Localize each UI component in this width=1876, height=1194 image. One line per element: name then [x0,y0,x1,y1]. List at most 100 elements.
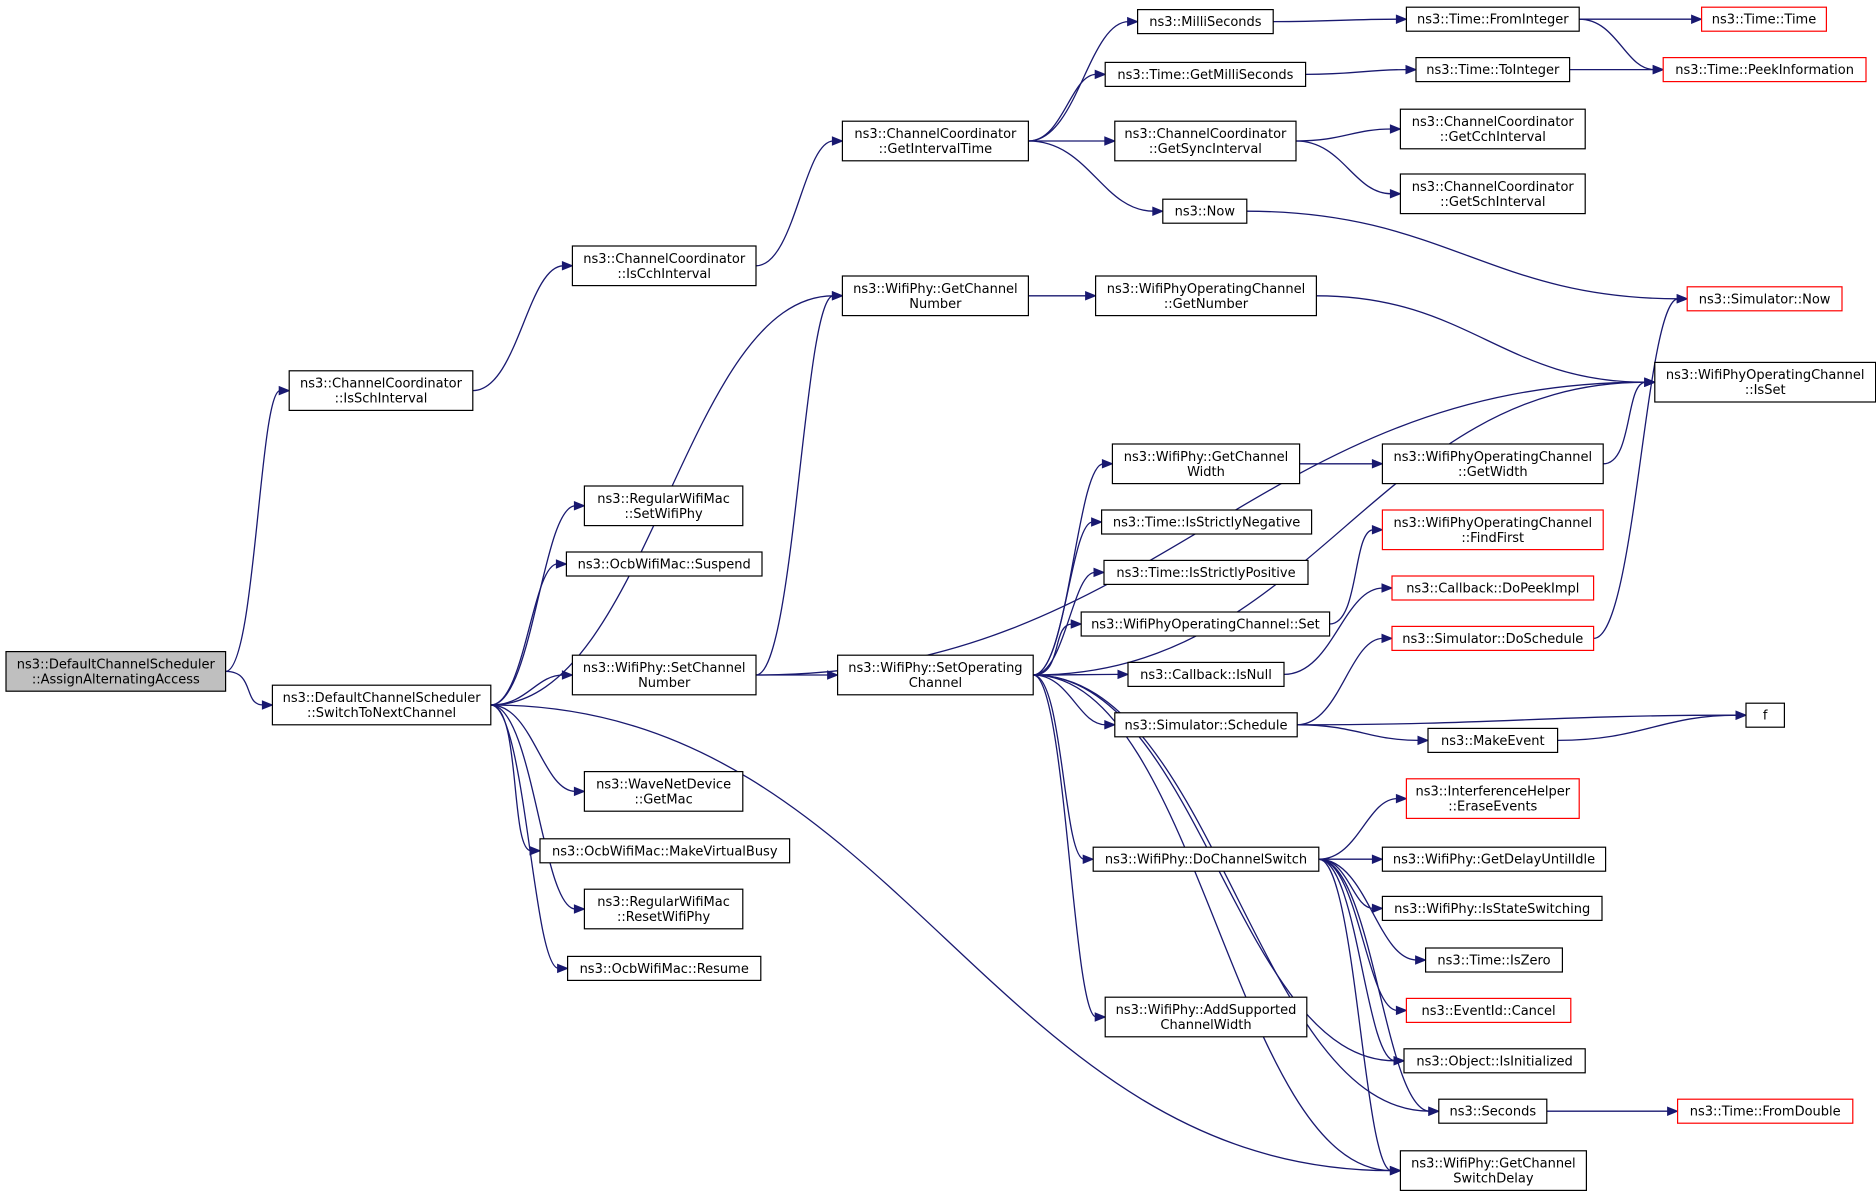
node-cancel[interactable]: ns3::EventId::Cancel [1405,997,1572,1024]
node-suspend[interactable]: ns3::OcbWifiMac::Suspend [565,551,763,577]
edge-line [490,704,559,970]
edge-getinterval-to-now [1028,140,1165,216]
node-label: ::SwitchToNextChannel [307,706,456,721]
node-now[interactable]: ns3::Now [1162,198,1248,224]
node-seconds[interactable]: ns3::Seconds [1438,1098,1548,1124]
node-opgetnum[interactable]: ns3::WifiPhyOperatingChannel::GetNumber [1094,275,1317,317]
edge-line [1557,714,1738,742]
node-findfirst[interactable]: ns3::WifiPhyOperatingChannel::FindFirst [1381,509,1604,551]
node-box [1399,173,1586,215]
node-label: ns3::Simulator::DoSchedule [1402,632,1583,647]
node-frominteger[interactable]: ns3::Time::FromInteger [1405,6,1580,32]
node-label: ns3::ChannelCoordinator [1412,180,1575,195]
node-schedule[interactable]: ns3::Simulator::Schedule [1114,712,1298,738]
node-simnow[interactable]: ns3::Simulator::Now [1686,286,1843,312]
node-getsync[interactable]: ns3::ChannelCoordinator::GetSyncInterval [1114,120,1297,162]
node-assign[interactable]: ns3::DefaultChannelScheduler::AssignAlte… [5,650,227,692]
arrowhead [1676,294,1689,304]
node-label: ns3::RegularWifiMac [597,895,730,910]
node-label: ::FindFirst [1461,531,1524,546]
node-label: ::AssignAlternatingAccess [32,672,200,687]
node-getwidth[interactable]: ns3::WifiPhyOperatingChannel::GetWidth [1381,443,1604,485]
node-iscch[interactable]: ns3::ChannelCoordinator::IsCchInterval [571,245,757,287]
node-makeevent[interactable]: ns3::MakeEvent [1427,727,1559,754]
node-label: ns3::WifiPhy::IsStateSwitching [1394,902,1590,917]
edge-line [1318,858,1392,1172]
arrowhead [831,136,844,146]
edge-line [1579,18,1655,71]
node-label: ns3::WifiPhy::GetDelayUntilIdle [1393,853,1595,868]
node-label: ns3::WifiPhy::GetChannel [1411,1157,1576,1172]
node-box [1114,120,1297,162]
node-issch[interactable]: ns3::ChannelCoordinator::IsSchInterval [288,370,474,411]
edge-getinterval-to-getsync [1028,136,1117,146]
node-isset[interactable]: ns3::WifiPhyOperatingChannel::IsSet [1654,361,1876,403]
node-resetphy[interactable]: ns3::RegularWifiMac::ResetWifiPhy [583,888,744,930]
edge-line [1033,571,1096,676]
node-label: ns3::Time::Time [1712,13,1816,28]
node-label: ns3::Time::FromInteger [1417,13,1569,28]
node-makebusy[interactable]: ns3::OcbWifiMac::MakeVirtualBusy [539,838,791,864]
edge-setop-to-addsup [1032,674,1107,1022]
node-erase[interactable]: ns3::InterferenceHelper::EraseEvents [1405,778,1580,819]
arrowhead [561,670,574,680]
node-label: ns3::ChannelCoordinator [583,252,746,267]
node-getcch[interactable]: ns3::ChannelCoordinator::GetCchInterval [1399,108,1586,150]
node-isinit[interactable]: ns3::Object::IsInitialized [1403,1048,1586,1074]
node-box [1745,702,1786,728]
edge-line [1246,210,1679,300]
node-label: ns3::Seconds [1449,1105,1536,1120]
node-box [1405,997,1572,1024]
node-resume[interactable]: ns3::OcbWifiMac::Resume [566,955,762,982]
arrowhead [1104,720,1117,730]
edge-line [1316,295,1646,383]
node-strneg[interactable]: ns3::Time::IsStrictlyNegative [1100,509,1313,535]
node-dosched[interactable]: ns3::Simulator::DoSchedule [1391,625,1595,652]
node-fromdouble[interactable]: ns3::Time::FromDouble [1676,1098,1854,1124]
edge-line [490,704,1392,1172]
node-box [1405,6,1580,32]
node-getsch[interactable]: ns3::ChannelCoordinator::GetSchInterval [1399,173,1586,215]
node-label: ns3::Simulator::Now [1699,292,1831,307]
node-box [841,275,1030,317]
edge-line [1297,724,1420,742]
node-peek[interactable]: ns3::Time::PeekInformation [1662,56,1867,83]
arrowhead [1127,16,1139,27]
edge-assign-to-switchnext [225,670,274,710]
arrowhead [1070,619,1083,629]
node-label: ::GetSchInterval [1440,195,1545,210]
node-box [1654,361,1876,403]
edge-line [1593,298,1679,640]
node-getms[interactable]: ns3::Time::GetMilliSeconds [1104,61,1307,88]
node-timetime[interactable]: ns3::Time::Time [1700,6,1827,32]
node-switchnext[interactable]: ns3::DefaultChannelScheduler::SwitchToNe… [271,684,492,726]
node-box [1391,575,1595,601]
node-dopeek[interactable]: ns3::Callback::DoPeekImpl [1391,575,1595,601]
node-iszero[interactable]: ns3::Time::IsZero [1424,947,1563,973]
node-f[interactable]: f [1745,702,1786,728]
edge-dochswitch-to-cancel [1318,858,1408,1016]
edge-seconds-to-fromdouble [1546,1106,1679,1116]
node-dochswitch[interactable]: ns3::WifiPhy::DoChannelSwitch [1092,846,1320,872]
node-setwifiphy[interactable]: ns3::RegularWifiMac::SetWifiPhy [583,485,744,527]
node-getmac[interactable]: ns3::WaveNetDevice::GetMac [583,770,744,812]
node-tointeger[interactable]: ns3::Time::ToInteger [1415,56,1571,83]
edge-line [225,670,264,706]
node-millis[interactable]: ns3::MilliSeconds [1136,9,1274,35]
node-opset[interactable]: ns3::WifiPhyOperatingChannel::Set [1080,611,1331,637]
node-label: ns3::WifiPhy::AddSupported [1116,1003,1297,1018]
arrowhead [831,291,844,301]
node-delayidle[interactable]: ns3::WifiPhy::GetDelayUntilIdle [1381,846,1607,872]
node-getinterval[interactable]: ns3::ChannelCoordinator::GetIntervalTime [841,120,1030,162]
node-stateswitch[interactable]: ns3::WifiPhy::IsStateSwitching [1381,895,1603,922]
edge-dochswitch-to-erase [1318,793,1408,860]
node-strpos[interactable]: ns3::Time::IsStrictlyPositive [1103,559,1309,586]
node-isnull[interactable]: ns3::Callback::IsNull [1127,661,1285,688]
